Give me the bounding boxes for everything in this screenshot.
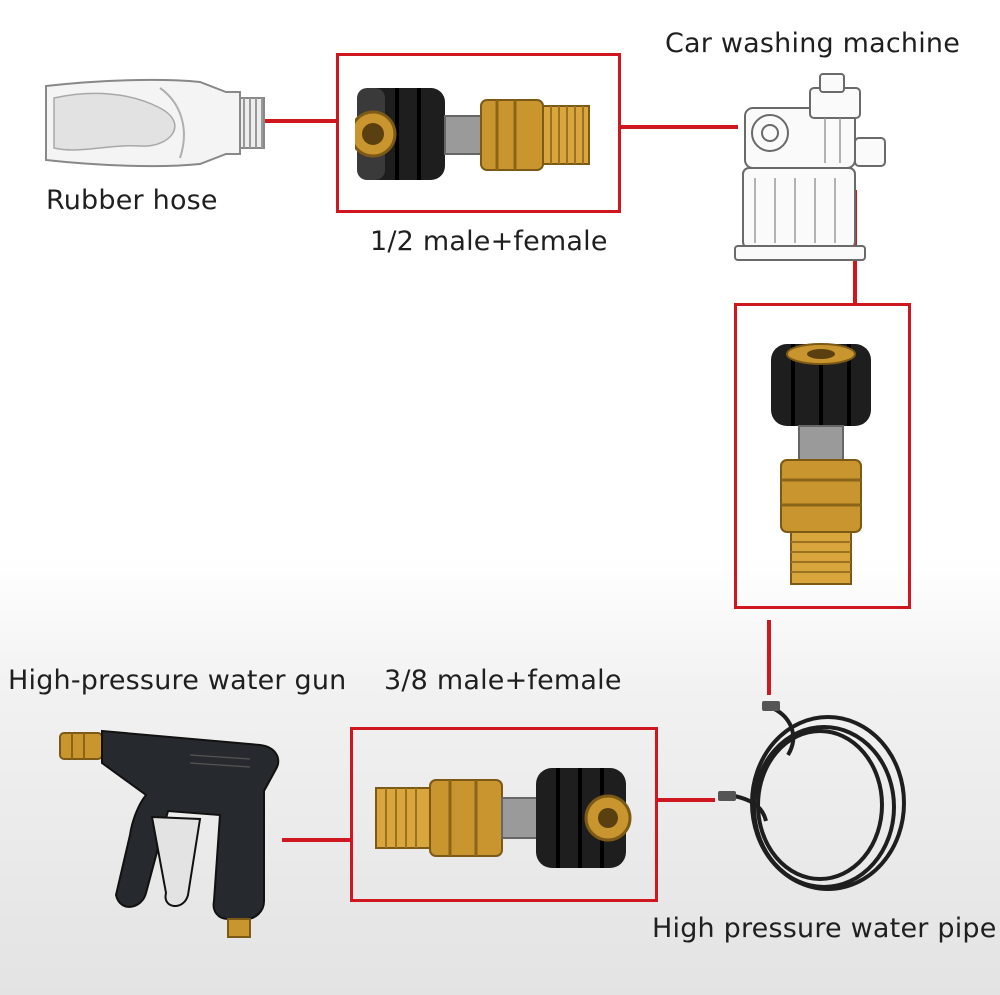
wire-adapter-to-machine <box>620 125 738 129</box>
water-gun-label: High-pressure water gun <box>8 665 347 696</box>
coiled-pipe-icon <box>718 701 906 891</box>
wire-pipe-to-adapter <box>657 798 715 802</box>
water-pipe-label: High pressure water pipe <box>652 913 997 944</box>
three-eighths-adapter-frame <box>350 727 658 902</box>
wire-hose-to-adapter <box>262 119 338 123</box>
vertical-adapter-icon <box>771 343 871 585</box>
half-inch-adapter-frame <box>336 53 621 213</box>
three-eighths-adapter-icon <box>375 768 632 868</box>
rubber-hose-label: Rubber hose <box>46 185 218 216</box>
three-eighths-adapter-label: 3/8 male+female <box>384 665 622 696</box>
half-inch-adapter-label: 1/2 male+female <box>370 226 608 257</box>
wire-adapter-to-gun <box>282 838 352 842</box>
pressure-washer-pump-icon <box>734 73 886 261</box>
half-inch-adapter-icon <box>355 88 590 180</box>
wire-vertical-adapter-to-pipe <box>767 620 771 695</box>
spray-gun-icon <box>59 729 280 938</box>
rubber-hose-icon <box>45 78 265 168</box>
car-washing-machine-label: Car washing machine <box>665 28 961 59</box>
vertical-adapter-frame <box>734 303 911 609</box>
